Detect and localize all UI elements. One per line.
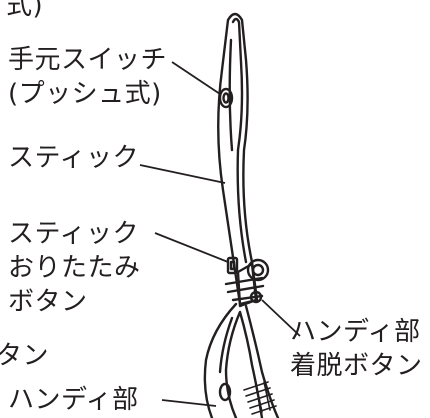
leader-hand-switch: [171, 61, 221, 95]
hand-switch-label-line2: (プッシュ式): [8, 79, 162, 109]
handy-grip-loop: [224, 310, 264, 418]
handy-vent-hatch: [243, 381, 277, 415]
stick-outline: [217, 12, 259, 306]
stick-inner-line-2: [228, 38, 234, 152]
leader-handy-release: [261, 299, 301, 337]
hand-switch-button: [218, 87, 234, 109]
handy-hole: [218, 382, 232, 402]
leader-handy-part: [161, 399, 217, 407]
stick-fold-label-line2: おりたたみ: [8, 253, 141, 283]
stick-fold-button: [226, 256, 239, 275]
handy-release-label-line2: 着脱ボタン: [290, 351, 423, 381]
leader-stick: [139, 164, 226, 184]
stick-fold-label-line1: スティック: [8, 219, 139, 249]
collar: [224, 276, 264, 286]
stick-fold-label-line3: ボタン: [8, 287, 88, 317]
stick-inner-line: [231, 17, 248, 264]
handy-body-outline: [203, 302, 238, 418]
handy-release-knob: [246, 258, 270, 282]
handy-part-label: ハンディ部: [8, 385, 139, 415]
left-partial-label: タン: [0, 341, 50, 371]
top-partial-label: 式): [6, 0, 44, 21]
stick-label: スティック: [8, 143, 139, 173]
leader-stick-fold: [154, 232, 229, 263]
handy-release-label-line1: ハンディ部: [290, 317, 421, 347]
hand-switch-label-line1: 手元スイッチ: [8, 45, 168, 75]
